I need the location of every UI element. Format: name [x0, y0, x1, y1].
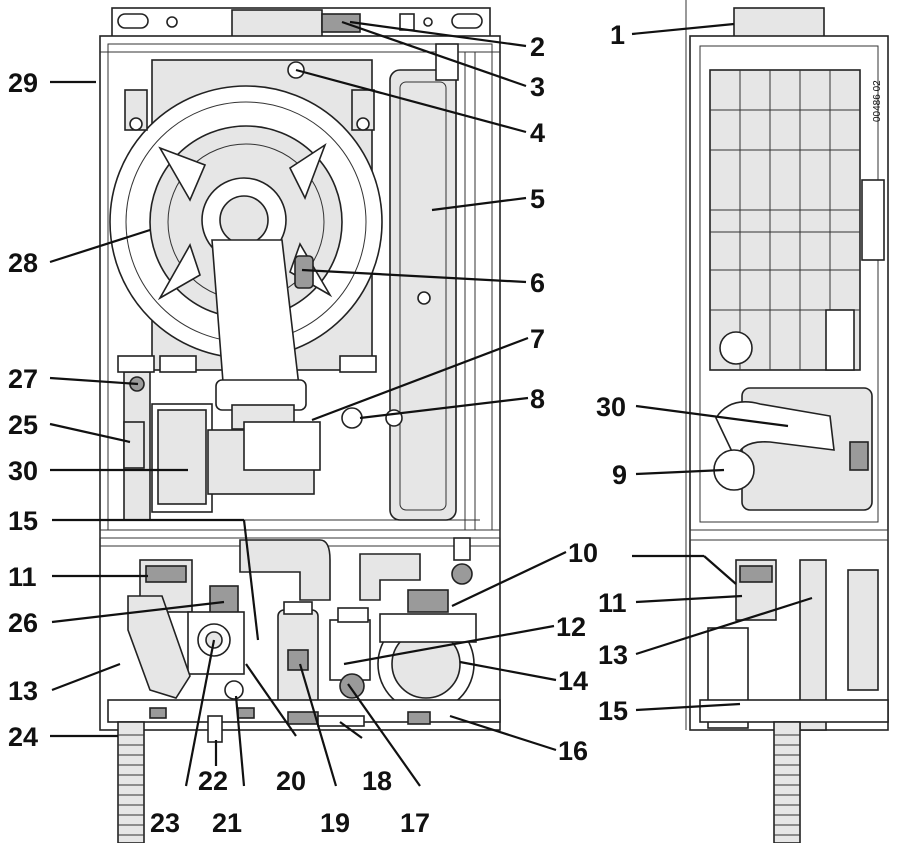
callout-14: 14: [558, 666, 588, 696]
callout-17: 17: [400, 808, 430, 838]
callout-26: 26: [8, 608, 38, 638]
callout-2: 2: [530, 32, 545, 62]
callout-23: 23: [150, 808, 180, 838]
callout-7: 7: [530, 324, 545, 354]
callout-11-front: 11: [8, 562, 37, 592]
callout-25: 25: [8, 410, 38, 440]
callout-9: 9: [612, 460, 627, 490]
callout-5: 5: [530, 184, 545, 214]
callout-22: 22: [198, 766, 228, 796]
callout-8: 8: [530, 384, 545, 414]
callout-labels-side: 1 30 9 11 13 15: [596, 20, 628, 726]
callout-16: 16: [558, 736, 588, 766]
callout-13-side: 13: [598, 640, 628, 670]
drawing-code: 00486 02: [872, 80, 883, 122]
callout-20: 20: [276, 766, 306, 796]
callout-1: 1: [610, 20, 625, 50]
callout-29: 29: [8, 68, 38, 98]
callout-15-side: 15: [598, 696, 628, 726]
callout-12: 12: [556, 612, 586, 642]
callout-18: 18: [362, 766, 392, 796]
callout-10: 10: [568, 538, 598, 568]
callout-19: 19: [320, 808, 350, 838]
callout-11-side: 11: [598, 588, 627, 618]
callout-21: 21: [212, 808, 242, 838]
callout-15-front: 15: [8, 506, 38, 536]
callout-4: 4: [530, 118, 545, 148]
callout-28: 28: [8, 248, 38, 278]
leader-lines: [49, 20, 813, 787]
callout-30-front: 30: [8, 456, 38, 486]
callout-27: 27: [8, 364, 38, 394]
callout-6: 6: [530, 268, 545, 298]
boiler-side-view: 00486 02: [685, 0, 889, 843]
callout-30-side: 30: [596, 392, 626, 422]
boiler-front-view: [99, 7, 501, 843]
callout-13-front: 13: [8, 676, 38, 706]
callout-3: 3: [530, 72, 545, 102]
callout-labels-front: 29 28 27 25 30 15 11 26 13 24 22 23 21 2…: [8, 32, 598, 838]
callout-24: 24: [8, 722, 38, 752]
